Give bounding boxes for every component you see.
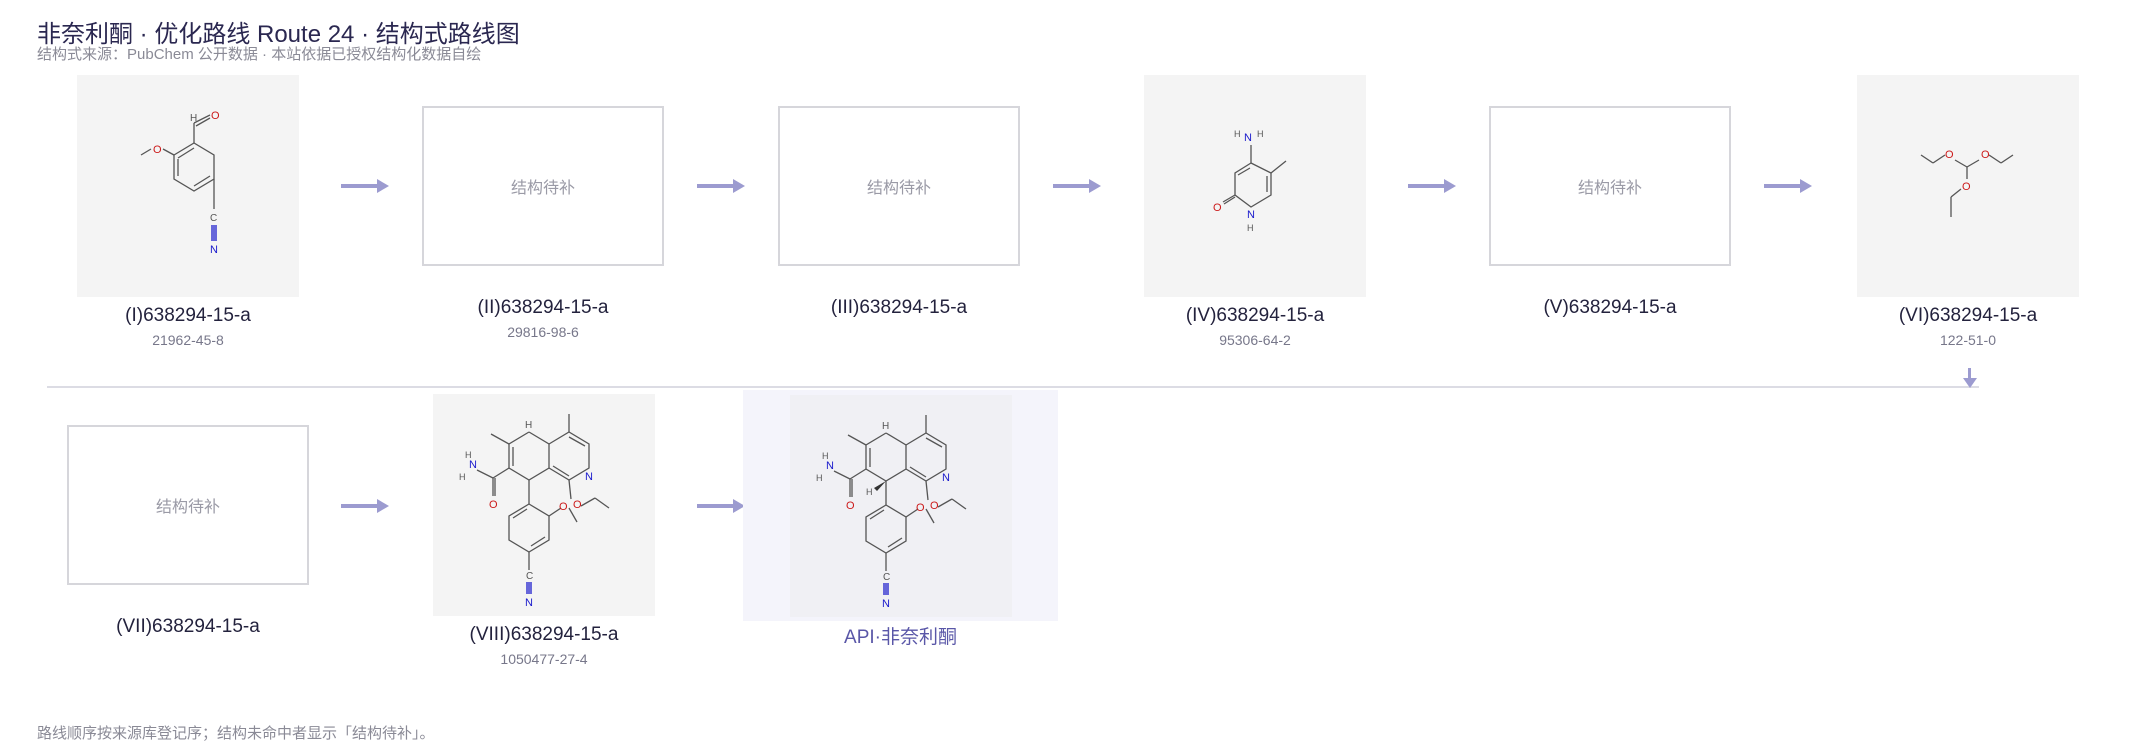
step-2: 结构待补 (II)638294-15-a 29816-98-6 bbox=[393, 75, 693, 340]
structure-frame: H O O C N bbox=[77, 75, 299, 297]
svg-text:O: O bbox=[916, 502, 925, 514]
step-label: (II)638294-15-a bbox=[477, 297, 609, 318]
row-divider bbox=[47, 386, 1979, 388]
structure-placeholder: 结构待补 bbox=[422, 106, 664, 266]
right-arrow-icon bbox=[697, 499, 745, 513]
right-arrow-icon bbox=[341, 499, 389, 513]
svg-text:N: N bbox=[882, 598, 890, 610]
svg-text:O: O bbox=[1945, 149, 1954, 161]
svg-text:H: H bbox=[822, 451, 829, 461]
svg-text:O: O bbox=[1213, 202, 1222, 214]
step-label: (VI)638294-15-a bbox=[1898, 305, 2038, 326]
structure-placeholder: 结构待补 bbox=[1489, 106, 1731, 266]
step-cas: 122-51-0 bbox=[1939, 332, 1997, 348]
svg-text:O: O bbox=[930, 500, 939, 512]
step-label: (I)638294-15-a bbox=[125, 305, 251, 326]
svg-text:H: H bbox=[816, 473, 823, 483]
structure-4-amino-5-methylpyridin-2-one-icon: N H H N H O bbox=[1213, 129, 1287, 233]
step-1: H O O C N (I)638294-15-a 21962-45-8 bbox=[38, 75, 338, 348]
svg-text:H: H bbox=[1257, 129, 1264, 139]
step-8: H N N N H H O O O C N (VIII)638294-15-a … bbox=[394, 394, 694, 667]
structure-placeholder: 结构待补 bbox=[67, 425, 309, 585]
svg-text:O: O bbox=[153, 144, 162, 156]
svg-text:O: O bbox=[559, 501, 568, 513]
structure-triethyl-orthoformate-icon: O O O bbox=[1920, 149, 2014, 217]
right-arrow-icon bbox=[697, 179, 745, 193]
svg-text:H: H bbox=[1247, 223, 1254, 233]
svg-text:N: N bbox=[826, 460, 834, 472]
svg-text:O: O bbox=[1981, 149, 1990, 161]
svg-text:H: H bbox=[459, 472, 466, 482]
step-cas: 95306-64-2 bbox=[1219, 332, 1291, 348]
page-subtitle: 结构式来源：PubChem 公开数据 · 本站依据已授权结构化数据自绘 bbox=[37, 46, 482, 63]
step-6: O O O (VI)638294-15-a 122-51-0 bbox=[1818, 75, 2118, 348]
svg-text:C: C bbox=[883, 572, 890, 583]
svg-text:H: H bbox=[465, 450, 472, 460]
svg-text:N: N bbox=[1244, 132, 1252, 144]
step-5: 结构待补 (V)638294-15-a bbox=[1460, 75, 1760, 324]
step-cas: 21962-45-8 bbox=[152, 332, 224, 348]
svg-text:N: N bbox=[942, 472, 950, 484]
step-4: N H H N H O (IV)638294-15-a 95306-64-2 bbox=[1105, 75, 1405, 348]
svg-text:H: H bbox=[866, 487, 873, 497]
step-7: 结构待补 (VII)638294-15-a bbox=[38, 394, 338, 643]
step-label: (VII)638294-15-a bbox=[116, 616, 260, 637]
svg-text:H: H bbox=[525, 420, 532, 431]
svg-text:O: O bbox=[489, 499, 498, 511]
step-cas: 1050477-27-4 bbox=[500, 651, 588, 667]
step-label: (IV)638294-15-a bbox=[1185, 305, 1325, 326]
svg-text:N: N bbox=[210, 244, 218, 256]
svg-text:H: H bbox=[882, 421, 889, 432]
structure-finerenone-icon: H H N N H H O O O C N bbox=[816, 415, 966, 610]
right-arrow-icon bbox=[1053, 179, 1101, 193]
svg-text:O: O bbox=[211, 110, 220, 122]
structure-placeholder: 结构待补 bbox=[778, 106, 1020, 266]
svg-text:O: O bbox=[573, 499, 582, 511]
svg-text:O: O bbox=[1962, 181, 1971, 193]
api-label: API·非奈利酮 bbox=[844, 627, 957, 648]
api-card: H H N N H H O O O C N bbox=[743, 390, 1058, 621]
step-cas: 29816-98-6 bbox=[507, 324, 579, 340]
page-title: 非奈利酮 · 优化路线 Route 24 · 结构式路线图 bbox=[37, 21, 520, 48]
structure-4-formyl-3-methoxybenzonitrile-icon: H O O C N bbox=[140, 110, 220, 256]
structure-frame: N H H N H O bbox=[1144, 75, 1366, 297]
right-arrow-icon bbox=[1408, 179, 1456, 193]
structure-racemic-finerenone-icon: H N N N H H O O O C N bbox=[459, 414, 610, 609]
right-arrow-icon bbox=[341, 179, 389, 193]
svg-text:C: C bbox=[210, 213, 217, 224]
step-label: (VIII)638294-15-a bbox=[469, 624, 619, 645]
svg-text:N: N bbox=[585, 471, 593, 483]
svg-text:N: N bbox=[525, 597, 533, 609]
down-arrow-icon bbox=[1963, 368, 1977, 390]
svg-text:N: N bbox=[469, 459, 477, 471]
right-arrow-icon bbox=[1764, 179, 1812, 193]
step-label: (III)638294-15-a bbox=[830, 297, 968, 318]
structure-frame: H H N N H H O O O C N bbox=[789, 395, 1012, 617]
footnote: 路线顺序按来源库登记序；结构未命中者显示「结构待补」。 bbox=[37, 725, 435, 742]
step-label: (V)638294-15-a bbox=[1543, 297, 1677, 318]
svg-text:N: N bbox=[1247, 209, 1255, 221]
svg-text:O: O bbox=[846, 500, 855, 512]
step-3: 结构待补 (III)638294-15-a bbox=[749, 75, 1049, 324]
svg-text:H: H bbox=[1234, 129, 1241, 139]
structure-frame: O O O bbox=[1857, 75, 2079, 297]
structure-frame: H N N N H H O O O C N bbox=[433, 394, 655, 616]
svg-text:C: C bbox=[526, 571, 533, 582]
svg-text:H: H bbox=[190, 113, 197, 124]
